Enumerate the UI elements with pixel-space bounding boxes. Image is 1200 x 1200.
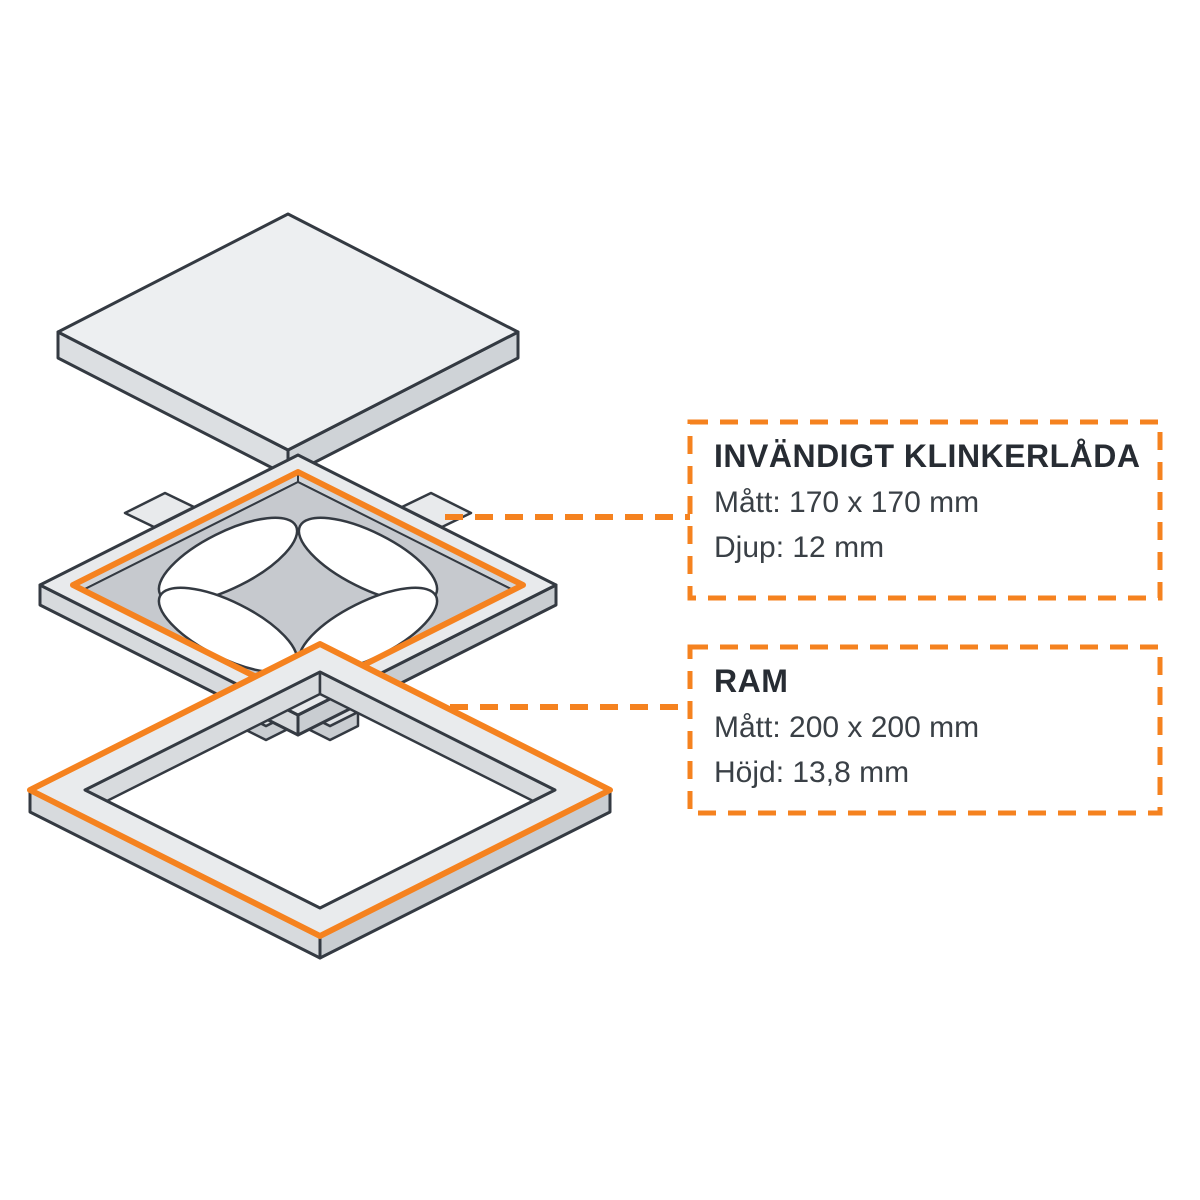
callout-klinkerlada-dimensions: Mått: 170 x 170 mm — [714, 485, 980, 519]
callout-ram-height: Höjd: 13,8 mm — [714, 756, 910, 790]
callout-ram-dimensions: Mått: 200 x 200 mm — [714, 710, 980, 744]
tile-top-face — [56, 212, 520, 452]
tile-layer — [56, 212, 520, 478]
callout-klinkerlada-title: INVÄNDIGT KLINKERLÅDA — [714, 438, 1141, 474]
frame-outer-edge-highlight — [27, 641, 613, 939]
callout-box-klinkerlada-border — [687, 419, 1163, 601]
callout-ram: RAM Mått: 200 x 200 mm Höjd: 13,8 mm — [690, 647, 1162, 813]
callout-ram-title: RAM — [714, 663, 789, 699]
callout-klinkerlada: INVÄNDIGT KLINKERLÅDA Mått: 170 x 170 mm… — [690, 422, 1162, 598]
tray-tab-left — [123, 491, 196, 529]
callout-box-ram-border — [687, 644, 1163, 816]
ram-layer — [27, 641, 613, 960]
callout-klinkerlada-depth: Djup: 12 mm — [714, 531, 885, 565]
